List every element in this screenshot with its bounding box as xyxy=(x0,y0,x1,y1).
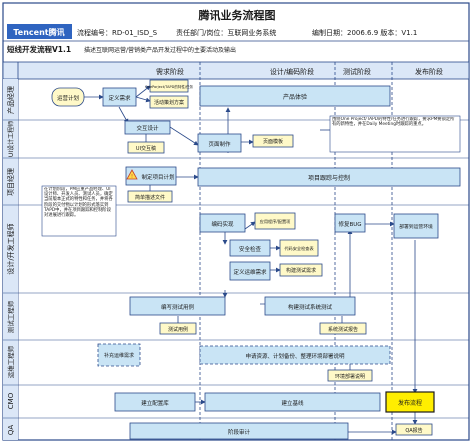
role-lanes: 产品经理 UI设计工程师 项目经理 设计/开发工程师 测试工程师 运维工程师 C… xyxy=(3,79,469,440)
activity-apply-resource: 申请资源、计划备份、整理环境部署说明 xyxy=(199,345,391,365)
activity-define-req: 定义需求 xyxy=(102,87,137,107)
svg-text:发布流程: 发布流程 xyxy=(398,399,422,407)
svg-text:补充运维需求: 补充运维需求 xyxy=(104,352,134,359)
svg-text:OnePorject/TAPD的特性/任务: OnePorject/TAPD的特性/任务 xyxy=(145,84,194,89)
svg-text:编码实现: 编码实现 xyxy=(211,220,234,228)
note-pm-text: 在计划阶段，PM应重产品经理、UI设计师、开发人员、测试人员，确定当前版本正式的… xyxy=(44,187,113,219)
activity-product-experience: 产品体验 xyxy=(199,85,391,107)
phase-release: 发布阶段 xyxy=(415,67,443,76)
activity-write-test-case: 编写测试用例 xyxy=(129,296,226,316)
doc-test-case: 测试用例 xyxy=(159,322,197,335)
activity-page-make: 页面制作 xyxy=(197,133,242,153)
page-title: 腾讯业务流程图 xyxy=(199,8,276,22)
role-test-engineer: 测试工程师 xyxy=(6,300,15,333)
doc-ui-interaction: UI交互稿 xyxy=(127,141,165,154)
doc-tapd: OnePorject/TAPD的特性/任务 xyxy=(145,79,194,93)
activity-define-ops-req: 定义运维需求 xyxy=(229,261,271,281)
doc-activity-plan: 活动策划方案 xyxy=(149,95,189,109)
date-version: 编制日期：2006.6.9 版本：V1.1 xyxy=(312,28,417,37)
svg-text:UI交互稿: UI交互稿 xyxy=(136,145,156,152)
activity-ops-plan: 运营计划 xyxy=(51,87,85,107)
svg-text:活动策划方案: 活动策划方案 xyxy=(154,99,184,106)
note-tapd-text: 围绕One Project/TAPD的特性/任务进行跟踪，要求PM要锁定所有的新… xyxy=(332,117,455,128)
svg-text:测试用例: 测试用例 xyxy=(168,326,188,333)
activity-build-config-lib: 建立配置库 xyxy=(114,392,196,412)
flow-description: 描述互联网运营/营销类产品开发过程中的主要活动及输出 xyxy=(84,46,236,54)
svg-text:环境部署说明: 环境部署说明 xyxy=(335,373,365,380)
doc-code-security: 代码安全检查表 xyxy=(279,239,319,257)
activity-security-check: 安全检查 xyxy=(229,239,271,257)
activity-interaction-design: 交互设计 xyxy=(124,120,171,135)
role-ops-engineer: 运维工程师 xyxy=(6,345,15,378)
svg-text:运营计划: 运营计划 xyxy=(57,94,79,102)
svg-text:构建测试系统测试: 构建测试系统测试 xyxy=(288,303,333,311)
activity-build-test: 构建测试系统测试 xyxy=(264,296,356,316)
role-cmo: CMO xyxy=(7,392,15,409)
svg-text:构建测试需求: 构建测试需求 xyxy=(286,267,316,274)
svg-text:定义运维需求: 定义运维需求 xyxy=(233,268,267,276)
phase-testing: 测试阶段 xyxy=(343,67,371,76)
svg-text:代码安全检查表: 代码安全检查表 xyxy=(284,245,314,252)
activity-make-plan: 制定项目计划 xyxy=(125,166,177,186)
phase-requirements: 需求阶段 xyxy=(156,67,184,76)
note-pm-planning: 在计划阶段，PM应重产品经理、UI设计师、开发人员、测试人员，确定当前版本正式的… xyxy=(41,185,117,237)
svg-text:编写测试用例: 编写测试用例 xyxy=(161,303,195,311)
svg-text:阶段审计: 阶段审计 xyxy=(228,428,251,436)
activity-tracking: 项目跟踪与控制 xyxy=(197,167,461,187)
doc-env: 环境部署说明 xyxy=(327,369,373,382)
warning-icon: ! xyxy=(126,169,138,180)
svg-text:简单描述文件: 简单描述文件 xyxy=(135,194,165,201)
svg-text:安全检查: 安全检查 xyxy=(239,245,262,253)
svg-text:项目跟踪与控制: 项目跟踪与控制 xyxy=(308,174,350,182)
doc-code: 流程编号：RD-01_ISD_S xyxy=(77,28,158,37)
svg-text:系统测试报告: 系统测试报告 xyxy=(328,326,358,333)
svg-text:交互设计: 交互设计 xyxy=(136,124,159,132)
department: 责任部门/岗位：互联网业务系统 xyxy=(176,28,276,37)
doc-ops-req: 构建测试需求 xyxy=(279,263,323,277)
activity-fix-bug: 修复BUG xyxy=(334,213,366,233)
activity-phase-audit: 阶段审计 xyxy=(129,422,349,440)
activity-release: 发布流程 xyxy=(385,391,435,413)
phase-header: 需求阶段 设计/编码阶段 测试阶段 发布阶段 xyxy=(156,67,443,76)
svg-text:QA报告: QA报告 xyxy=(405,427,422,434)
note-tapd-tracking: 围绕One Project/TAPD的特性/任务进行跟踪，要求PM要锁定所有的新… xyxy=(329,115,461,153)
svg-text:定义需求: 定义需求 xyxy=(108,94,131,102)
role-project-manager: 项目经理 xyxy=(6,168,15,196)
activity-coding: 编码实现 xyxy=(199,213,246,233)
svg-text:页面模板: 页面模板 xyxy=(263,138,283,145)
svg-text:修复BUG: 修复BUG xyxy=(338,220,361,228)
role-ui-designer: UI设计工程师 xyxy=(7,121,15,157)
doc-qa-report: QA报告 xyxy=(395,423,433,436)
logo xyxy=(7,24,72,39)
doc-page-template: 页面模板 xyxy=(252,134,294,148)
svg-text:应用程序/配置项: 应用程序/配置项 xyxy=(260,218,292,225)
doc-brief: 简单描述文件 xyxy=(127,190,173,203)
role-dev-engineer: 设计/开发工程师 xyxy=(6,223,15,274)
svg-text:制定项目计划: 制定项目计划 xyxy=(141,173,174,181)
doc-app-program: 应用程序/配置项 xyxy=(254,212,296,230)
svg-text:!: ! xyxy=(131,174,133,180)
phase-design-coding: 设计/编码阶段 xyxy=(270,67,314,76)
flow-name: 短线开发流程V1.1 xyxy=(7,44,71,54)
svg-text:申请资源、计划备份、整理环境部署说明: 申请资源、计划备份、整理环境部署说明 xyxy=(245,352,345,360)
activity-supplement: 补充运维需求 xyxy=(97,343,141,367)
svg-text:产品体验: 产品体验 xyxy=(283,93,307,101)
logo-text: Tencent腾讯 xyxy=(13,27,64,37)
activity-build-baseline: 建立基线 xyxy=(204,392,381,412)
doc-test-report: 系统测试报告 xyxy=(319,322,367,335)
svg-text:建立配置库: 建立配置库 xyxy=(141,399,169,407)
svg-text:部署到运营环境: 部署到运营环境 xyxy=(399,223,433,230)
activity-deploy-ops: 部署到运营环境 xyxy=(393,213,439,239)
role-qa: QA xyxy=(7,425,15,436)
svg-text:建立基线: 建立基线 xyxy=(281,399,304,407)
svg-text:页面制作: 页面制作 xyxy=(208,140,231,148)
role-product-manager: 产品经理 xyxy=(6,86,15,114)
